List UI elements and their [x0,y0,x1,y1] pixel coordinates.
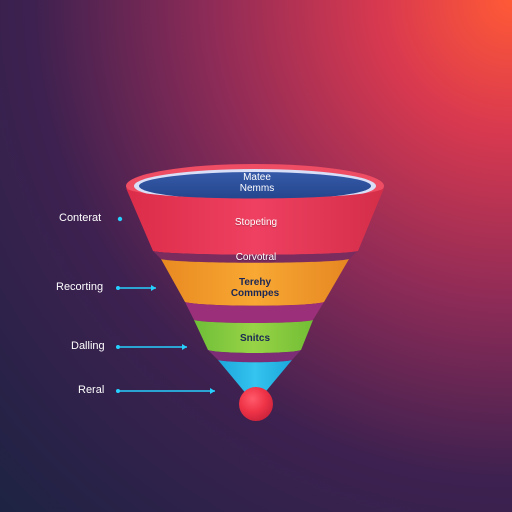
arrow-dot-4 [116,389,120,393]
funnel-top-label: Matee Nemms [239,172,275,194]
funnel-orange-label-line-1: Terehy [238,277,272,288]
funnel-blue-tip [218,360,292,399]
funnel-red-label: Stopeting [234,217,278,228]
arrow-head-2 [151,285,156,291]
funnel-orange-label-line-2: Commpes [230,287,280,299]
left-label-recorting: Recorting [56,281,104,293]
funnel-orange-label: Terehy Commpes [230,277,280,299]
funnel-green-label: Snitcs [239,333,271,344]
left-label-reral: Reral [78,384,105,396]
left-label-dalling: Dalling [71,340,105,352]
arrow-dot-1 [117,216,123,222]
arrow-head-3 [182,344,187,350]
funnel-purple-band [185,302,324,323]
funnel-band-label: Corvotral [235,252,277,263]
funnel-top-surface [139,172,371,200]
funnel-orange-section [161,259,349,306]
funnel-maroon-band [153,251,358,263]
arrow-head-4 [210,388,215,394]
left-arrows [116,216,215,394]
left-label-conterat: Conterat [59,212,102,224]
funnel-violet-band [208,350,301,363]
arrow-dot-3 [116,345,120,349]
funnel-output-ball [239,387,273,421]
arrow-dot-2 [116,286,120,290]
funnel-green-section [194,320,313,353]
funnel-red-section [126,188,384,255]
funnel-top-label-line-2: Nemms [239,182,275,194]
funnel-top-label-line-1: Matee [243,172,271,183]
